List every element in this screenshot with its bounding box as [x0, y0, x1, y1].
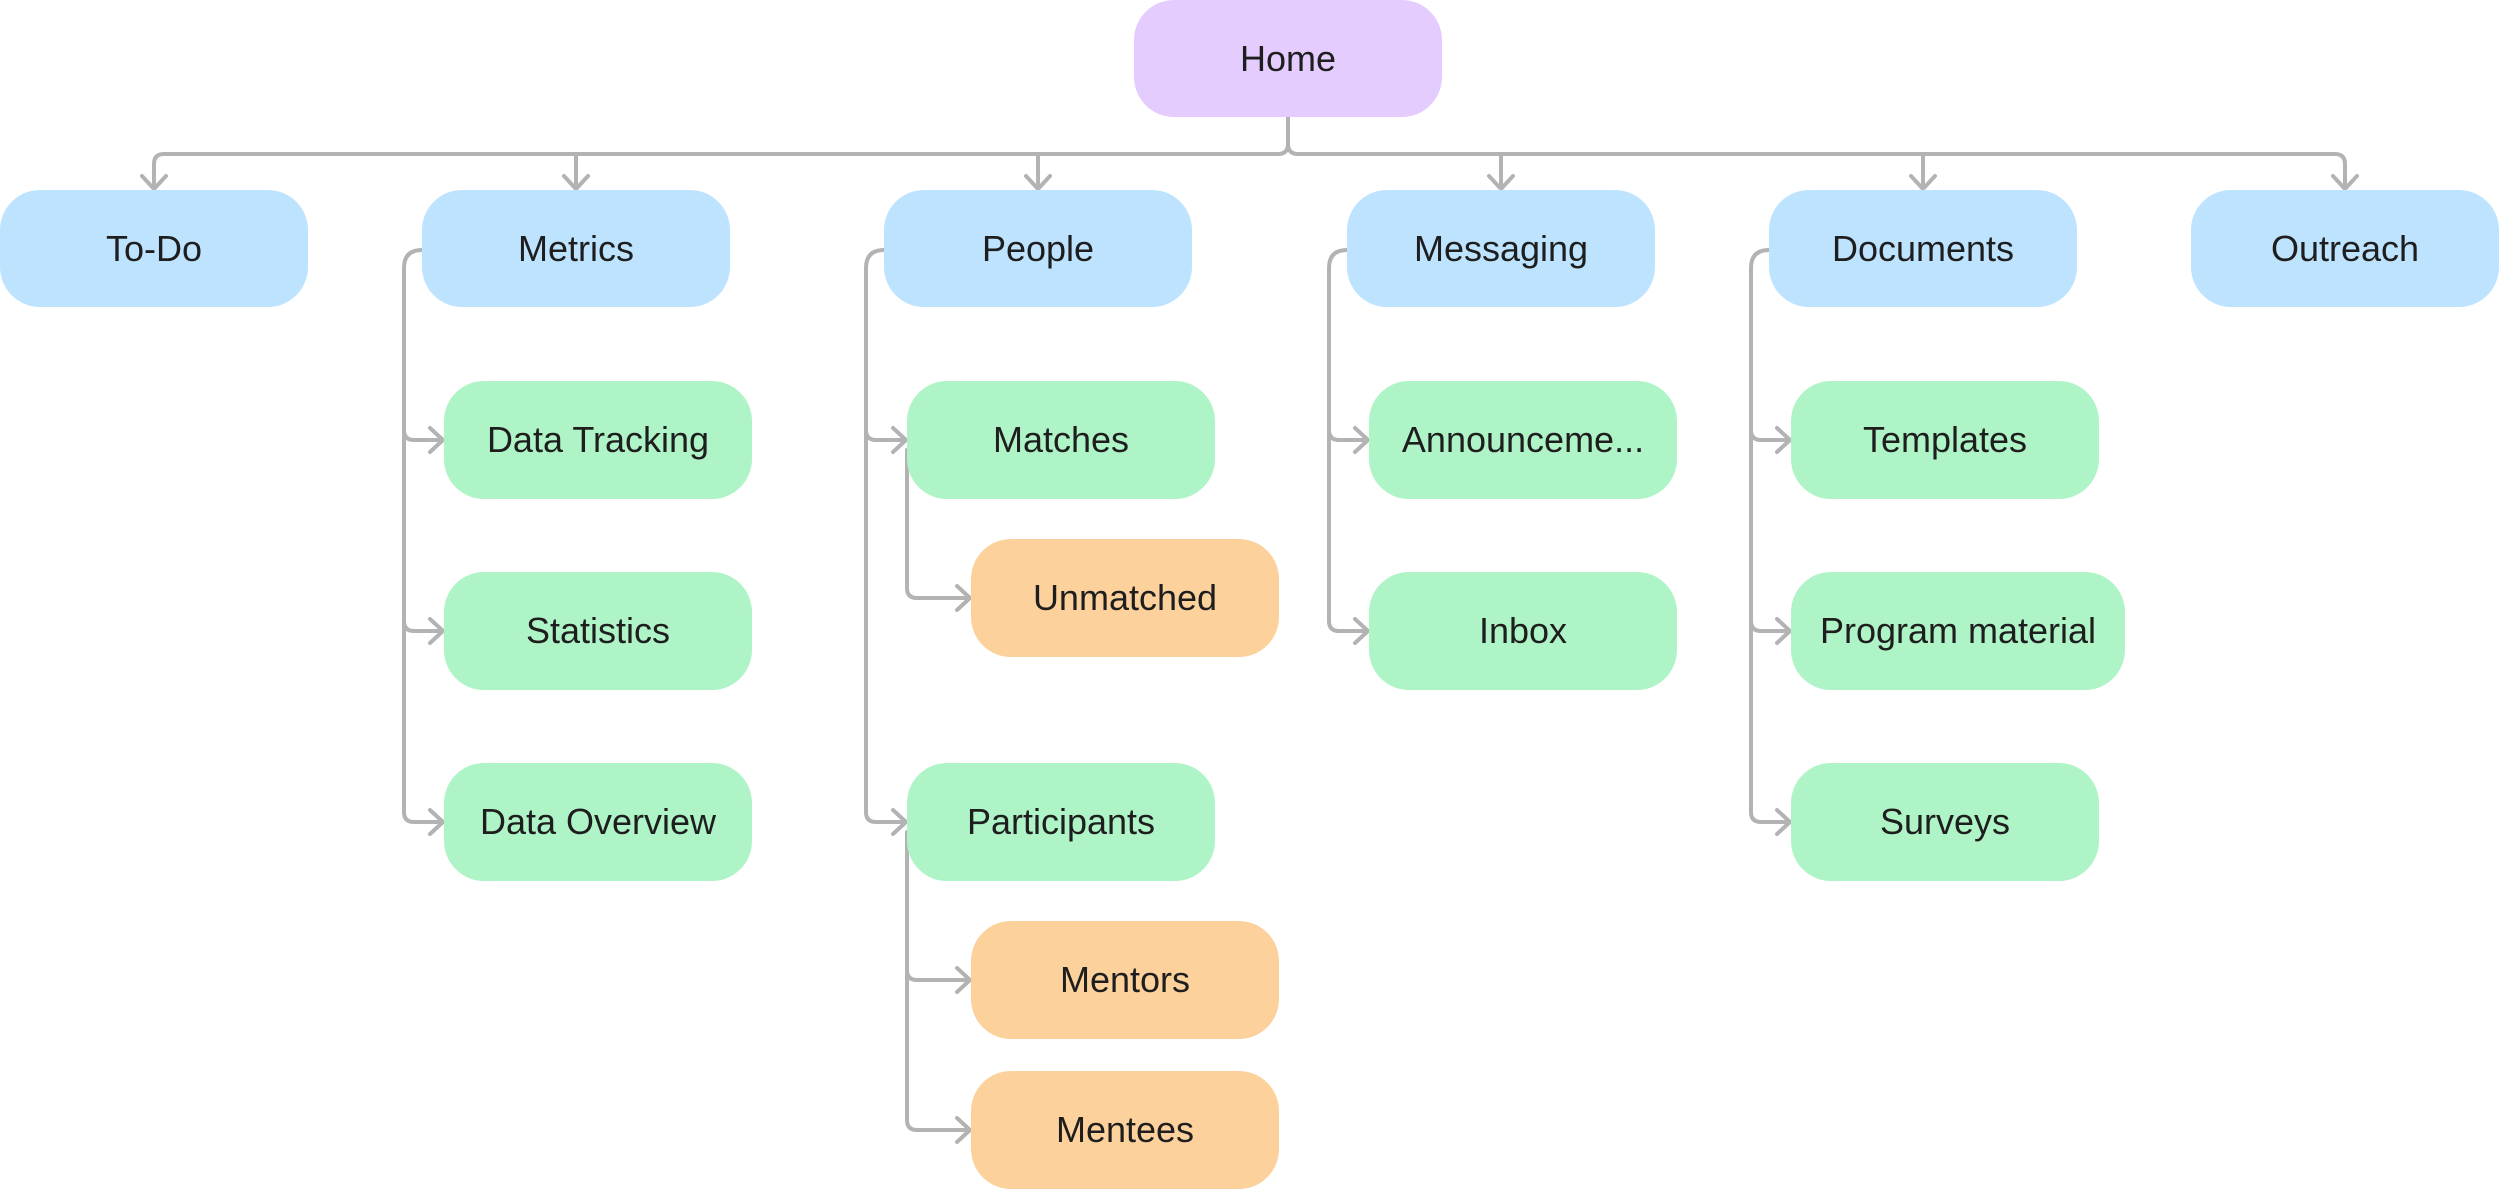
unmatched-node[interactable]: Unmatched: [971, 539, 1279, 657]
mentors-label: Mentors: [1059, 959, 1191, 1000]
participants-label: Participants: [966, 801, 1156, 842]
metrics-branch: [402, 248, 444, 824]
people-node[interactable]: People: [884, 190, 1192, 307]
messaging-branch: [1327, 248, 1369, 633]
messaging-node[interactable]: Messaging: [1347, 190, 1655, 307]
home-label: Home: [1239, 37, 1337, 79]
documents-branch: [1749, 248, 1791, 824]
home-trunk-connector: [152, 115, 1290, 190]
todo-arrowhead: [140, 174, 168, 191]
data-overview-label: Data Overview: [479, 801, 717, 842]
inbox-label: Inbox: [1478, 610, 1568, 651]
home-node[interactable]: Home: [1134, 0, 1442, 117]
outreach-node[interactable]: Outreach: [2191, 190, 2499, 307]
data-tracking-label: Data Tracking: [486, 419, 710, 460]
announcements-node[interactable]: Announceme...: [1369, 381, 1677, 499]
mentors-node[interactable]: Mentors: [971, 921, 1279, 1039]
matches-node[interactable]: Matches: [907, 381, 1215, 499]
program-material-node[interactable]: Program material: [1791, 572, 2125, 690]
inbox-node[interactable]: Inbox: [1369, 572, 1677, 690]
matches-label: Matches: [992, 419, 1130, 460]
outreach-label: Outreach: [2270, 227, 2420, 269]
messaging-label: Messaging: [1413, 227, 1589, 269]
participants-branch: [905, 830, 971, 1132]
todo-label: To-Do: [105, 227, 203, 269]
templates-node[interactable]: Templates: [1791, 381, 2099, 499]
home-trunk-connector-right: [1286, 142, 2347, 190]
templates-label: Templates: [1862, 419, 2028, 460]
documents-node[interactable]: Documents: [1769, 190, 2077, 307]
unmatched-label: Unmatched: [1032, 577, 1218, 618]
data-overview-node[interactable]: Data Overview: [444, 763, 752, 881]
metrics-label: Metrics: [518, 227, 634, 269]
surveys-label: Surveys: [1879, 801, 2011, 842]
metrics-node[interactable]: Metrics: [422, 190, 730, 307]
matches-branch: [905, 448, 971, 600]
outreach-arrowhead: [2331, 174, 2359, 191]
program-material-label: Program material: [1819, 610, 2097, 651]
messaging-arrowhead: [1487, 174, 1515, 191]
announcements-label: Announceme...: [1401, 419, 1645, 460]
mentees-node[interactable]: Mentees: [971, 1071, 1279, 1189]
data-tracking-node[interactable]: Data Tracking: [444, 381, 752, 499]
documents-label: Documents: [1831, 227, 2015, 269]
todo-node[interactable]: To-Do: [0, 190, 308, 307]
people-label: People: [981, 227, 1095, 269]
people-branch: [864, 248, 907, 824]
statistics-label: Statistics: [525, 610, 671, 651]
documents-arrowhead: [1909, 174, 1937, 191]
participants-node[interactable]: Participants: [907, 763, 1215, 881]
surveys-node[interactable]: Surveys: [1791, 763, 2099, 881]
people-arrowhead: [1024, 174, 1052, 191]
mentees-label: Mentees: [1055, 1109, 1195, 1150]
metrics-arrowhead: [562, 174, 590, 191]
statistics-node[interactable]: Statistics: [444, 572, 752, 690]
